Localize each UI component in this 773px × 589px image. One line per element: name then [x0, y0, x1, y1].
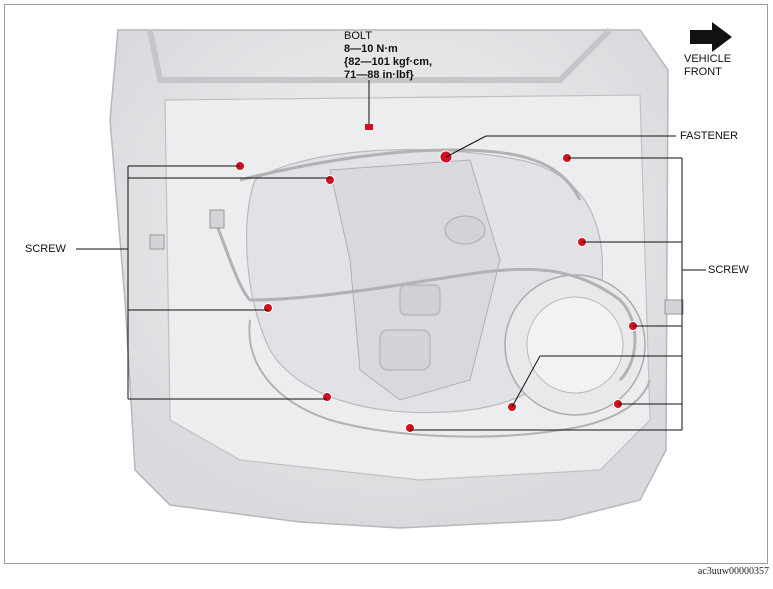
bolt-marker [365, 124, 373, 130]
panel-cutout [444, 215, 486, 245]
bolt-label: BOLT 8—10 N·m {82—101 kgf·cm, 71—88 in·l… [344, 30, 432, 82]
panel-cutout [379, 329, 431, 371]
window-frame [147, 27, 613, 83]
fastener-label: FASTENER [680, 130, 739, 142]
clip [149, 234, 165, 250]
screw-marker [405, 423, 415, 433]
wiring-harness [213, 219, 637, 382]
figure-code: ac3uuw00000357 [697, 566, 769, 577]
vehicle-front-line2: FRONT [684, 66, 722, 78]
vehicle-front-arrow-icon [690, 22, 732, 52]
bolt-torque-inlbf: 71—88 in·lbf} [344, 69, 414, 81]
panel-cutout [399, 284, 441, 316]
screw-label-right: SCREW [708, 264, 749, 276]
speaker-cone [526, 296, 624, 394]
vehicle-front-label: VEHICLE FRONT [684, 53, 731, 79]
bolt-torque-nm: 8—10 N·m [344, 43, 398, 55]
screw-marker [263, 303, 273, 313]
leader-lines [76, 80, 706, 431]
screw-markers [235, 153, 638, 433]
clip [664, 299, 684, 315]
clip [209, 209, 225, 229]
vehicle-front-line1: VEHICLE [684, 53, 732, 65]
screw-label-left: SCREW [25, 243, 66, 255]
screw-marker [325, 175, 335, 185]
bolt-torque-kgfcm: {82—101 kgf·cm, [344, 56, 433, 68]
screw-marker [322, 392, 332, 402]
bolt-title: BOLT [344, 30, 372, 42]
wiring-harness [248, 319, 651, 438]
wiring-harness [239, 148, 582, 201]
